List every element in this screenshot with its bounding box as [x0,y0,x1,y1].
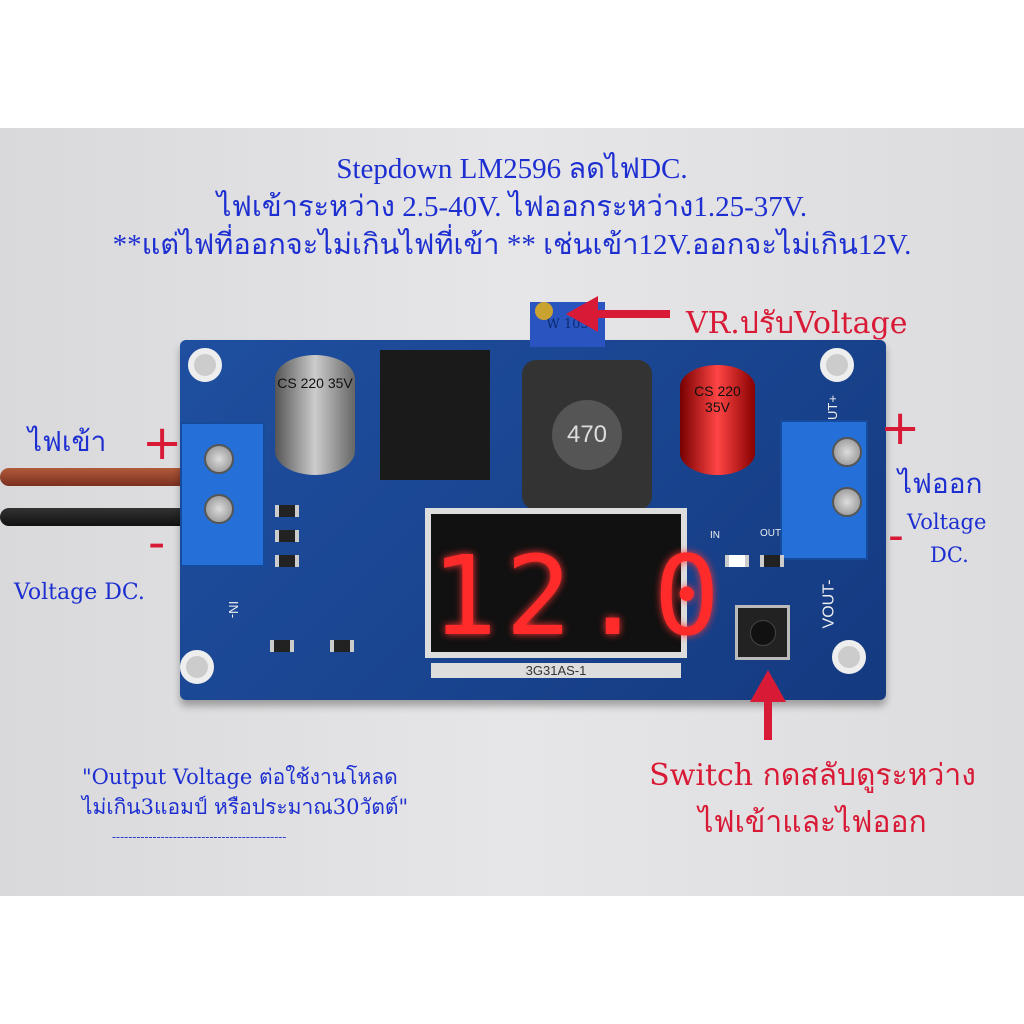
smd-component [275,555,299,567]
smd-component [275,505,299,517]
title-line: **แต่ไฟที่ออกจะไม่เกินไฟที่เข้า ** เช่นเ… [112,229,912,261]
output-voltage-label: DC. [930,543,969,567]
toggle-switch-button[interactable] [735,605,790,660]
output-capacitor: CS 220 35V [680,365,755,475]
vout-plus-label: UT+ [824,395,840,420]
out-led-label: OUT [760,528,782,539]
input-plus: + [142,415,183,471]
note-line: "Output Voltage ต่อใช้งานโหลด [82,765,398,789]
pot-screw[interactable] [535,302,553,320]
switch-label-line: ไฟเข้าและไฟออก [698,805,927,840]
screw [204,444,234,474]
input-label: ไฟเข้า [28,425,107,458]
input-capacitor: CS 220 35V [275,355,355,475]
smd-component [275,530,299,542]
smd-component [270,640,294,652]
input-minus: - [148,515,166,571]
screw [832,487,862,517]
inductor-marking: 470 [552,400,622,470]
button-cap [750,620,776,646]
note-line: ไม่เกิน3แอมป์ หรือประมาณ30วัตต์" [82,795,409,819]
arrow-up-icon [750,670,786,702]
vout-minus-label: VOUT- [820,579,838,629]
title-line: Stepdown LM2596 ลดไฟDC. [336,153,688,185]
output-minus: - [888,510,904,561]
in-led-label: IN [710,530,720,541]
out-led [760,555,784,567]
load-note: "Output Voltage ต่อใช้งานโหลด ไม่เกิน3แอ… [82,762,408,822]
mount-hole [820,348,854,382]
mount-hole [832,640,866,674]
vr-label: VR.ปรับVoltage [686,306,908,341]
input-terminal [180,422,265,567]
display-label: 3G31AS-1 [431,663,681,678]
arrow-shaft [595,310,670,318]
output-label: ไฟออก [898,467,983,500]
lm2596-chip [380,350,490,480]
in-led [725,555,749,567]
mount-hole [180,650,214,684]
smd-component [330,640,354,652]
mount-hole [188,348,222,382]
inductor: 470 [522,360,652,510]
switch-label-line: Switch กดสลับดูระหว่าง [649,758,976,793]
voltage-display: 12.0 3G31AS-1 [425,508,728,678]
output-plus: + [880,400,921,456]
screw [204,494,234,524]
screw [832,437,862,467]
arrow-shaft [764,700,772,740]
title-line: ไฟเข้าระหว่าง 2.5-40V. ไฟออกระหว่าง1.25-… [216,191,808,223]
vin-minus-label: IN- [226,600,242,619]
title-block: Stepdown LM2596 ลดไฟDC. ไฟเข้าระหว่าง 2.… [0,150,1024,264]
input-voltage-label: Voltage DC. [14,580,145,605]
note-rule: ----------------------------------------… [112,830,287,844]
display-reading: 12.0 [431,532,728,660]
arrow-left-icon [566,296,598,332]
switch-label: Switch กดสลับดูระหว่าง ไฟเข้าและไฟออก [640,752,985,846]
output-voltage-label: Voltage [907,510,987,534]
output-terminal [780,420,868,560]
